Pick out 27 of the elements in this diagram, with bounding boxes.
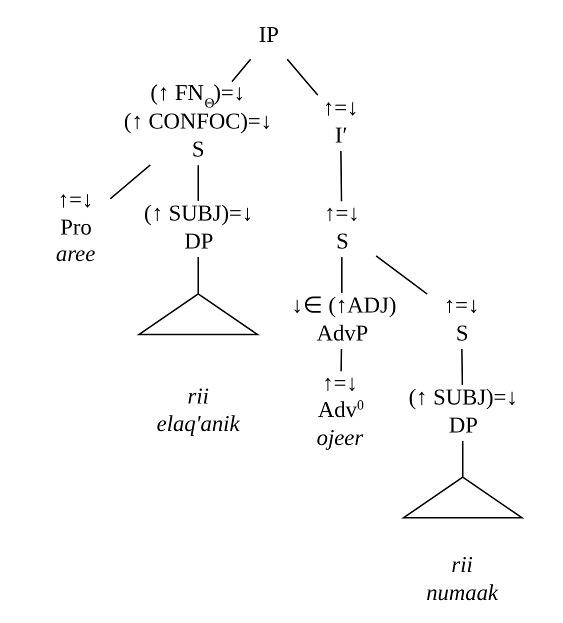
connector — [196, 165, 198, 201]
node-text: ↑=↓ S — [443, 292, 479, 346]
node-text: IP — [258, 22, 278, 47]
connector — [340, 257, 342, 293]
connector — [460, 349, 463, 385]
node-text: ↓∈ (↑ADJ) AdvP — [290, 292, 396, 346]
node-text: (↑ FN$_{Θ}$)=↓ (↑ CONFOC)=↓ S — [123, 80, 272, 162]
node-text: (↑ SUBJ)=↓ DP — [144, 200, 253, 254]
connector — [375, 255, 428, 295]
node-triangle — [400, 476, 524, 519]
connector — [340, 349, 342, 372]
node-label: rii — [450, 552, 472, 578]
connector — [286, 58, 318, 96]
node-label: numaak — [426, 580, 498, 605]
connector — [340, 151, 342, 202]
node-text: ↑=↓ S — [324, 200, 360, 254]
connector — [196, 256, 198, 294]
node-label: rii — [187, 383, 208, 408]
connector — [109, 164, 150, 200]
node-text: ↑=↓ Adv$^{0}$ ojeer — [316, 370, 364, 450]
node-label: elaq'anik — [156, 411, 240, 436]
node-text: (↑ SUBJ)=↓ DP — [408, 384, 518, 438]
connector — [230, 58, 251, 82]
connector — [462, 440, 464, 478]
node-text: ↑=↓ Pro aree — [55, 186, 95, 266]
node-triangle — [136, 292, 260, 336]
node-text: ↑=↓ I′ — [322, 94, 358, 148]
